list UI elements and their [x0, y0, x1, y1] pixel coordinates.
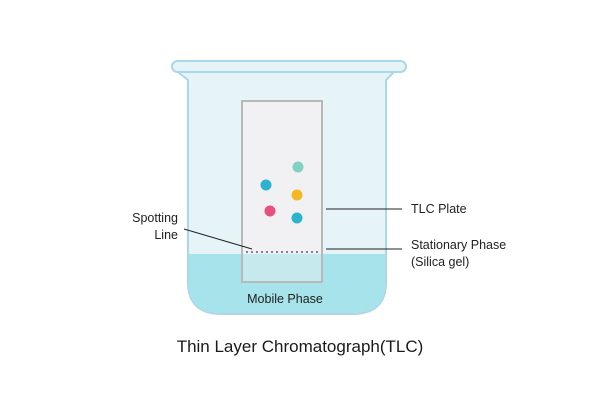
- spot-mint: [292, 161, 304, 173]
- diagram-caption: Thin Layer Chromatograph(TLC): [177, 337, 424, 356]
- beaker-rim: [171, 60, 407, 73]
- mobile-phase-liquid: [189, 254, 385, 313]
- mobile-phase-label: Mobile Phase: [247, 292, 323, 306]
- stationary-phase-label-line2: (Silica gel): [411, 255, 469, 269]
- spot-pink: [264, 205, 276, 217]
- spotting-label-line1: Spotting: [132, 211, 178, 225]
- tlc-plate-submerged: [243, 254, 321, 281]
- spot-teal-right: [291, 212, 303, 224]
- spot-yellow: [291, 189, 303, 201]
- stationary-phase-label-line1: Stationary Phase: [411, 238, 506, 252]
- spot-teal-left: [260, 179, 272, 191]
- spotting-label-line2: Line: [154, 228, 178, 242]
- spotting-line-leader: [183, 228, 253, 250]
- tlc-plate-label: TLC Plate: [411, 202, 467, 216]
